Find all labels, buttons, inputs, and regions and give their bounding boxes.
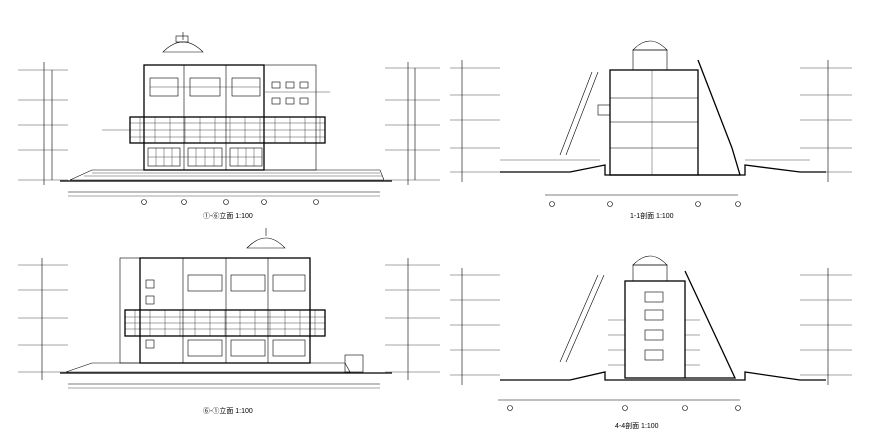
sloped-wall bbox=[697, 59, 741, 176]
roof-dome bbox=[162, 41, 204, 53]
section-1-1-right-dimensions bbox=[800, 60, 852, 182]
front-elevation-caption: ①-⑥立面 1:100 bbox=[203, 211, 253, 220]
rear-elevation-right-dimensions bbox=[385, 258, 440, 380]
front-elevation-axis-line bbox=[68, 191, 380, 205]
section-4-4-windows bbox=[608, 291, 700, 366]
front-elevation-drawing: ①-⑥立面 1:100 bbox=[18, 32, 440, 220]
upper-windows bbox=[149, 77, 309, 105]
section-4-4-left-dimensions bbox=[450, 268, 500, 385]
lattice-pattern bbox=[130, 117, 325, 143]
section-4-4-drawing: 4-4剖面 1:100 bbox=[450, 255, 852, 430]
front-elevation-left-dimensions bbox=[18, 62, 68, 185]
section-1-1-caption: 1-1剖面 1:100 bbox=[630, 211, 674, 220]
section-1-1-left-dimensions bbox=[450, 60, 500, 182]
rear-windows bbox=[145, 274, 306, 357]
section-body bbox=[609, 69, 699, 176]
rear-elevation-caption: ⑥-①立面 1:100 bbox=[203, 406, 253, 415]
section-4-4-caption: 4-4剖面 1:100 bbox=[615, 421, 659, 430]
section-1-1-drawing: 1-1剖面 1:100 bbox=[450, 40, 852, 220]
front-elevation-right-dimensions bbox=[385, 62, 440, 185]
lower-windows bbox=[147, 147, 263, 167]
rear-elevation-drawing: ⑥-①立面 1:100 bbox=[18, 228, 440, 415]
entrance-steps bbox=[69, 169, 385, 181]
rear-elevation-left-dimensions bbox=[18, 258, 68, 380]
section-4-4-right-dimensions bbox=[800, 268, 852, 385]
